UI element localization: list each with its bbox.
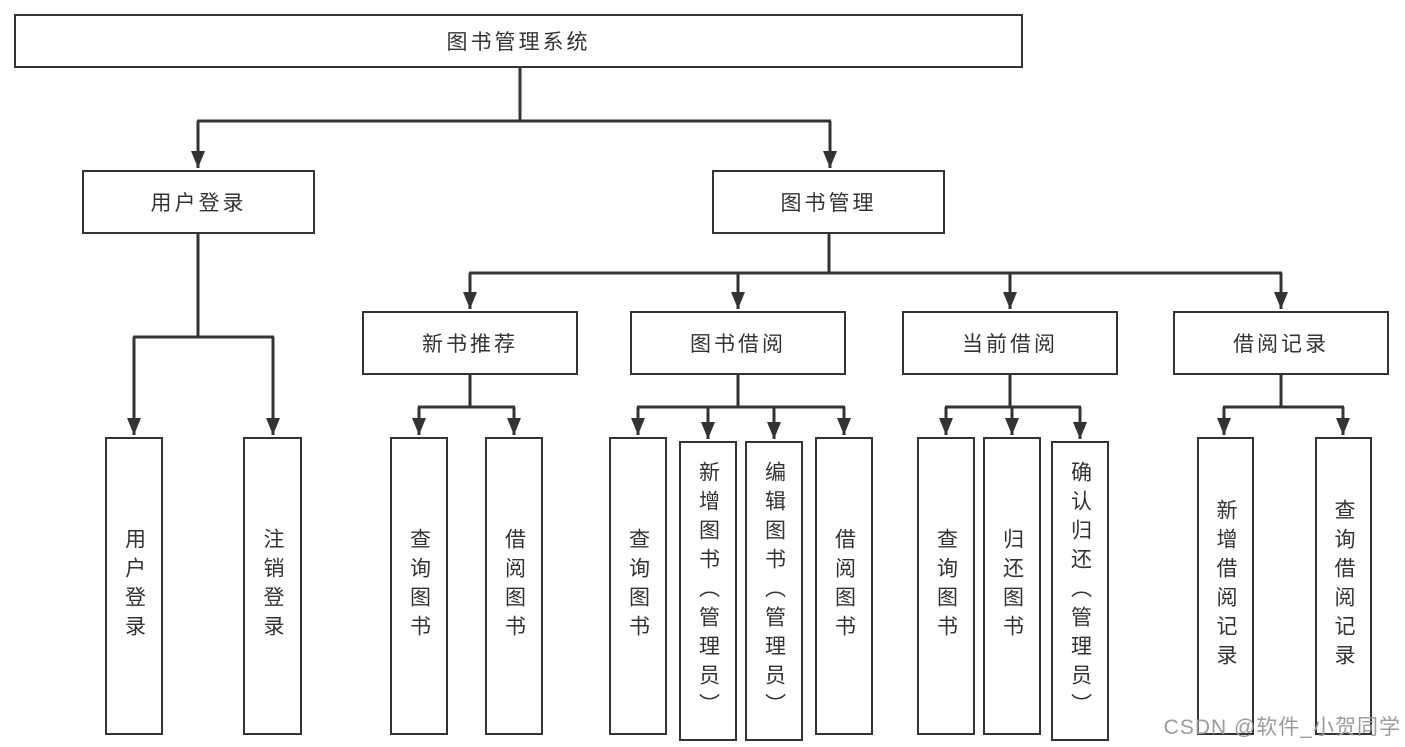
leaf-borrow-books: 借阅图书	[485, 437, 543, 735]
node-label: 注销登录	[261, 528, 284, 644]
node-label: 新增图书（管理员）	[696, 460, 720, 722]
leaf-query-borrow-record: 查询借阅记录	[1315, 437, 1372, 735]
node-label: 图书管理系统	[446, 31, 591, 54]
node-label: 新书推荐	[422, 333, 518, 356]
node-label: 当前借阅	[962, 333, 1058, 356]
node-label: 用户登录	[122, 528, 146, 644]
node-label: 借阅图书	[832, 528, 856, 644]
node-new-book-recommendation: 新书推荐	[362, 311, 578, 375]
node-label: 查询借阅记录	[1332, 499, 1355, 673]
node-label: 借阅记录	[1233, 333, 1329, 356]
leaf-add-borrow-record: 新增借阅记录	[1197, 437, 1254, 735]
leaf-return-books: 归还图书	[983, 437, 1041, 735]
leaf-query-books: 查询图书	[917, 437, 975, 735]
node-user-login: 用户登录	[82, 170, 315, 234]
node-book-management: 图书管理	[712, 170, 945, 234]
node-label: 新增借阅记录	[1214, 499, 1237, 673]
leaf-query-books: 查询图书	[390, 437, 448, 735]
node-label: 查询图书	[934, 528, 958, 644]
node-book-borrowing: 图书借阅	[630, 311, 846, 375]
leaf-query-books: 查询图书	[609, 437, 667, 735]
node-label: 查询图书	[626, 528, 650, 644]
leaf-confirm-return-admin: 确认归还（管理员）	[1051, 441, 1109, 741]
node-label: 图书管理	[780, 192, 877, 215]
leaf-user-login: 用户登录	[105, 437, 163, 735]
node-label: 图书借阅	[690, 333, 786, 356]
node-label: 编辑图书（管理员）	[762, 460, 786, 722]
node-current-borrowing: 当前借阅	[902, 311, 1118, 375]
leaf-borrow-books: 借阅图书	[815, 437, 873, 735]
node-borrowing-records: 借阅记录	[1173, 311, 1389, 375]
node-label: 借阅图书	[502, 528, 526, 644]
node-label: 归还图书	[1000, 528, 1024, 644]
node-label: 用户登录	[150, 192, 247, 215]
csdn-watermark: CSDN @软件_小贺同学	[1163, 716, 1401, 739]
node-label: 查询图书	[407, 528, 431, 644]
leaf-logout: 注销登录	[243, 437, 302, 735]
leaf-edit-book-admin: 编辑图书（管理员）	[745, 441, 803, 741]
leaf-add-book-admin: 新增图书（管理员）	[679, 441, 737, 741]
node-label: 确认归还（管理员）	[1068, 460, 1092, 722]
node-library-management-system: 图书管理系统	[14, 14, 1023, 68]
